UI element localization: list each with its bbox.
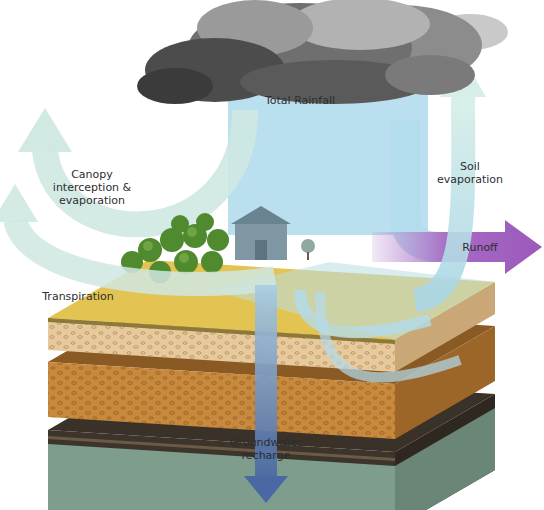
tree <box>174 250 198 274</box>
tree <box>196 213 214 231</box>
flow-label: Canopy interception & evaporation <box>42 168 142 207</box>
flow-label: Total Rainfall <box>245 94 355 107</box>
tree <box>201 251 223 273</box>
barn <box>235 222 287 260</box>
transpiration-arrow <box>15 220 275 284</box>
water-table-front <box>48 444 395 510</box>
layer-stripe <box>48 436 395 461</box>
flow-label: Runoff <box>450 241 510 254</box>
tree-highlight <box>143 241 153 251</box>
tree <box>138 238 162 262</box>
cloud-puff <box>385 55 475 95</box>
layer-front <box>48 430 395 510</box>
tree-trunk <box>307 252 309 260</box>
arrow-head <box>18 108 72 152</box>
tree-highlight <box>179 253 189 263</box>
tree <box>207 229 229 251</box>
arrow-head <box>0 184 38 222</box>
layer-texture <box>48 362 395 439</box>
tree-highlights <box>143 227 197 263</box>
tree <box>171 215 189 233</box>
flow-label: Soil evaporation <box>435 160 505 186</box>
barn-roof <box>231 206 291 224</box>
layer-front <box>48 362 395 439</box>
soil-evaporation-arrow <box>415 95 463 300</box>
arrow-head <box>244 476 288 503</box>
rain-cloud <box>137 0 508 104</box>
tree-highlight <box>187 227 197 237</box>
tree <box>301 239 315 253</box>
cloud-puff <box>137 68 213 104</box>
flow-label: Groundwater recharge <box>221 436 311 462</box>
flow-label: Transpiration <box>28 290 128 303</box>
interflow <box>320 292 460 377</box>
canopy-arrow <box>45 110 245 224</box>
barn-door <box>255 240 267 260</box>
